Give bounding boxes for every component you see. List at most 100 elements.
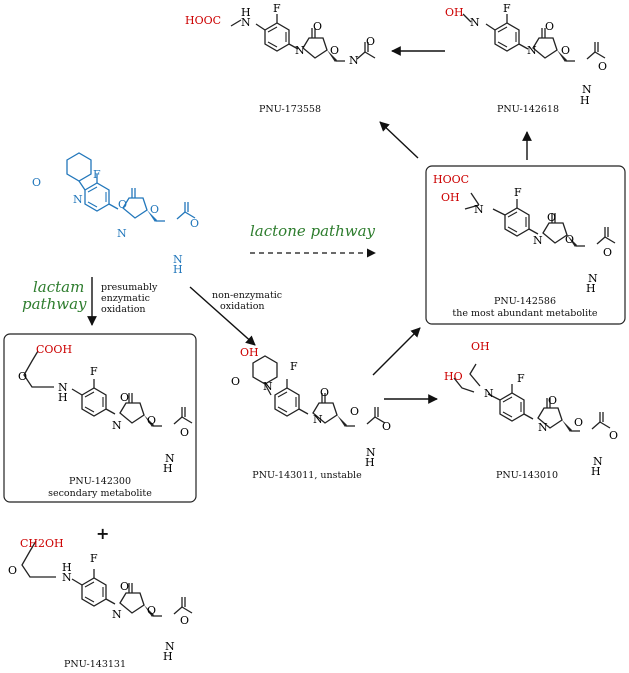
atom-o: O: [609, 429, 618, 442]
atom-n: N: [173, 253, 183, 266]
hooc-label: HOOC: [185, 14, 221, 27]
atom-n: N: [73, 193, 83, 206]
atom-o: O: [120, 580, 129, 593]
atom-n: N: [117, 227, 127, 240]
atom-n: N: [538, 421, 548, 434]
caption-pnu142300: PNU-142300: [69, 476, 131, 487]
atom-f: F: [90, 365, 98, 378]
atom-o: O: [545, 20, 554, 33]
structure-pnu142586: [464, 192, 616, 248]
atom-o: O: [180, 614, 189, 627]
atom-n: N: [349, 54, 359, 67]
hooc-label: HOOC: [433, 173, 469, 186]
atom-h: H: [241, 6, 251, 19]
atom-h: H: [163, 650, 173, 663]
oh-label: OH: [441, 191, 460, 204]
atom-h: H: [591, 465, 601, 478]
atom-o: O: [565, 233, 574, 246]
atom-n: N: [62, 571, 72, 584]
atom-n: N: [474, 203, 484, 216]
oh-label: OH: [471, 340, 490, 353]
atom-f: F: [517, 372, 525, 385]
atom-n: N: [165, 640, 175, 653]
atom-n: N: [593, 455, 603, 468]
atom-h: H: [58, 391, 68, 404]
atom-o: O: [547, 211, 556, 224]
atom-n: N: [241, 16, 251, 29]
structure-pnu143131: [21, 540, 193, 618]
lactone-pathway-label: lactone pathway: [250, 222, 376, 240]
caption-pnu143131: PNU-143131: [64, 659, 126, 670]
atom-f: F: [93, 168, 101, 181]
atom-o: O: [147, 414, 156, 427]
oh-label: OH: [445, 6, 464, 19]
atom-h: H: [173, 263, 183, 276]
atom-n: N: [582, 83, 592, 96]
atom-f: F: [503, 2, 511, 15]
structure-pnu142618: [462, 13, 606, 63]
caption-pnu142300-note: secondary metabolite: [48, 488, 152, 499]
caption-pnu173558: PNU-173558: [259, 104, 321, 115]
atom-n: N: [588, 272, 598, 285]
oh-label: OH: [240, 346, 259, 359]
arrow-nonenzymatic: [189, 286, 256, 346]
atom-o: O: [603, 246, 612, 259]
atom-n: N: [263, 380, 273, 393]
atom-o: O: [320, 386, 329, 399]
caption-pnu143011: PNU-143011, unstable: [252, 470, 362, 481]
atom-o: O: [18, 370, 27, 383]
atom-h: H: [580, 94, 590, 107]
atom-o: O: [366, 35, 375, 48]
structure-pnu173558: [230, 13, 376, 63]
atom-o: O: [120, 391, 129, 404]
atom-n: N: [295, 44, 305, 57]
step-enzymatic-2: enzymatic: [101, 293, 150, 304]
atom-h: H: [365, 456, 375, 469]
atom-o: O: [382, 420, 391, 433]
atom-n: N: [366, 446, 376, 459]
atom-f: F: [273, 2, 281, 15]
atom-o: O: [350, 405, 359, 418]
atom-n: N: [470, 16, 480, 29]
structure-pnu143010: [453, 363, 611, 433]
atom-f: F: [90, 552, 98, 565]
atom-n: N: [484, 387, 494, 400]
atom-o: O: [548, 394, 557, 407]
ho-label: HO: [444, 370, 463, 383]
step-enzymatic-3: oxidation: [101, 304, 146, 315]
box-pnu142300: [3, 333, 197, 503]
atom-o: O: [147, 604, 156, 617]
atom-o: O: [561, 44, 570, 57]
atom-o: O: [32, 176, 41, 189]
arrow-142586-to-173558: [379, 121, 419, 159]
step-nonenzymatic-2: oxidation: [220, 301, 265, 312]
caption-pnu142586: PNU-142586: [494, 296, 556, 307]
arrow-143011-to-142586: [372, 327, 421, 376]
structure-linezolid: [66, 152, 196, 223]
structure-pnu142300: [23, 350, 193, 428]
caption-pnu143010: PNU-143010: [496, 470, 558, 481]
atom-o: O: [330, 44, 339, 57]
lactam-pathway-label-1: lactam: [33, 278, 84, 296]
atom-o: O: [313, 20, 322, 33]
box-pnu142586: [425, 165, 626, 325]
ch2oh-label: CH2OH: [20, 537, 64, 550]
lactam-pathway-label-2: pathway: [22, 295, 87, 313]
atom-h: H: [586, 282, 596, 295]
atom-f: F: [514, 186, 522, 199]
atom-n: N: [527, 44, 537, 57]
atom-n: N: [533, 234, 543, 247]
caption-pnu142618: PNU-142618: [497, 104, 559, 115]
atom-o: O: [118, 198, 127, 211]
atom-f: F: [290, 360, 298, 373]
atom-n: N: [112, 608, 122, 621]
atom-n: N: [313, 413, 323, 426]
atom-o: O: [598, 60, 607, 73]
atom-h: H: [62, 561, 72, 574]
atom-n: N: [58, 381, 68, 394]
caption-pnu142586-note: the most abundant metabolite: [452, 308, 598, 319]
step-enzymatic-1: presumably: [101, 282, 158, 293]
atom-n: N: [112, 419, 122, 432]
atom-o: O: [180, 426, 189, 439]
